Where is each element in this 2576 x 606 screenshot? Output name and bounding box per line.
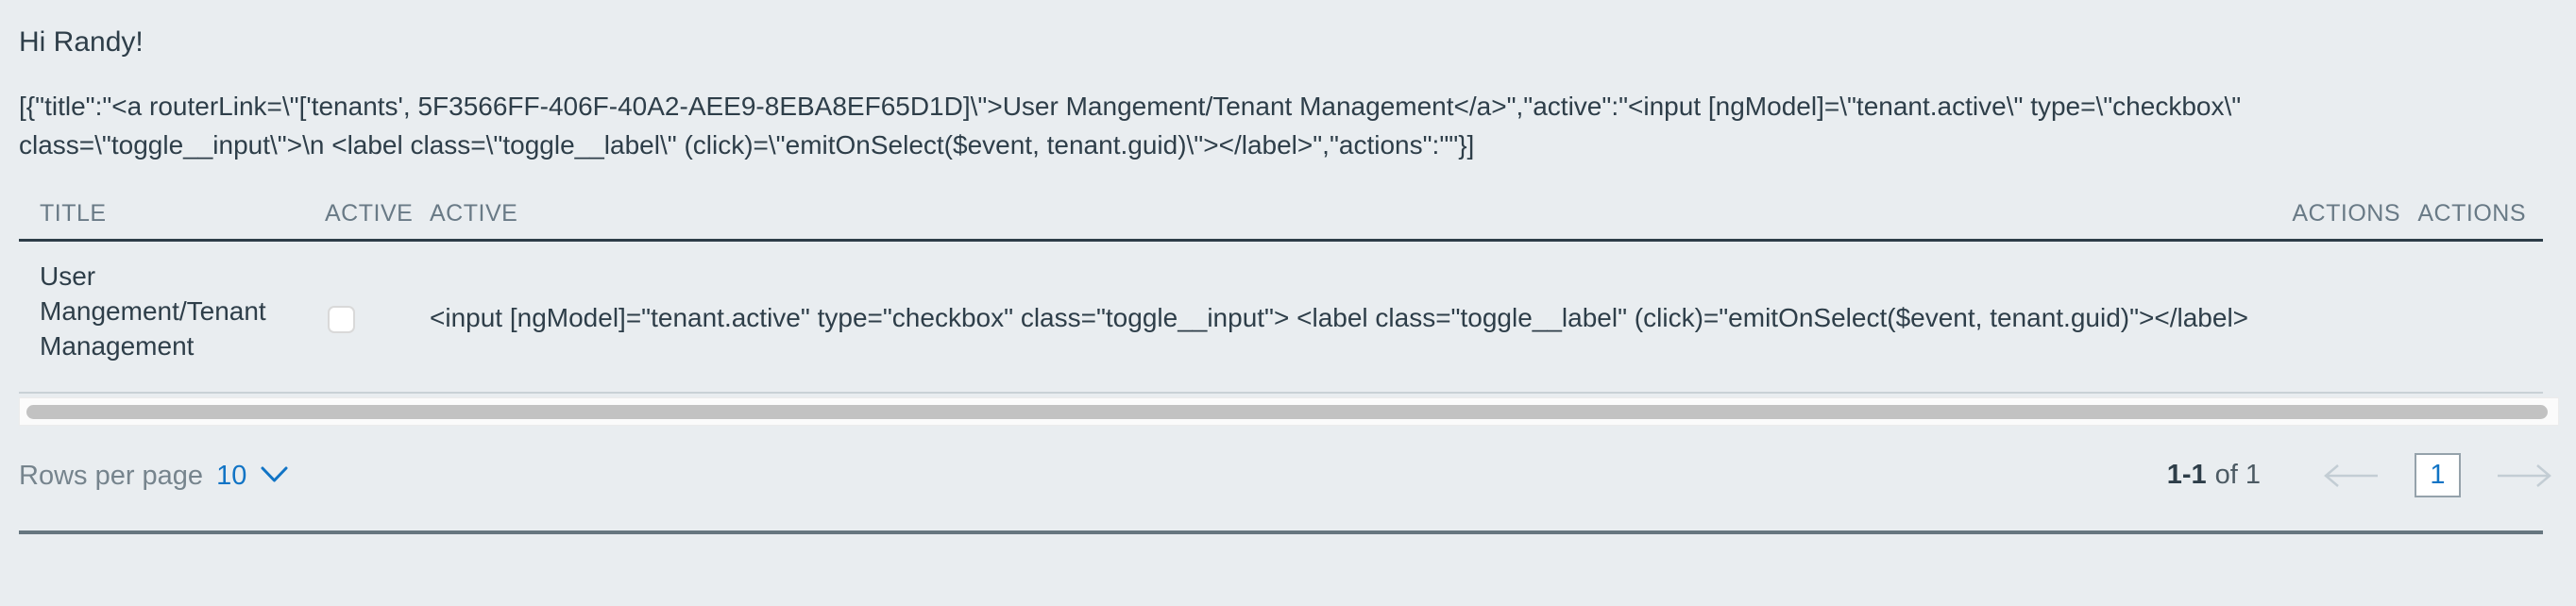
main-content: Hi Randy! [{"title":"<a routerLink=\"['t… (19, 0, 2559, 606)
rows-per-page-value[interactable]: 10 (216, 461, 247, 491)
row-active-checkbox[interactable] (328, 306, 355, 333)
row-range-total: of 1 (2214, 460, 2261, 490)
column-header-actions-2: ACTIONS (2417, 200, 2526, 227)
raw-json-dump: [{"title":"<a routerLink=\"['tenants', 5… (19, 92, 2242, 160)
row-title-link[interactable]: User Mangement/Tenant Management (40, 261, 266, 361)
row-range-value: 1-1 (2166, 460, 2207, 490)
horizontal-scrollbar-thumb[interactable] (26, 405, 2548, 419)
column-header-active-1: ACTIVE (325, 200, 414, 227)
row-active-raw-markup: <input [ngModel]="tenant.active" type="c… (430, 303, 2249, 332)
table-header: TITLE ACTIVE ACTIVE ACTIONS ACTIONS (19, 187, 2543, 242)
greeting-text: Hi Randy! (19, 26, 144, 58)
arrow-right-icon[interactable] (2493, 463, 2556, 489)
rows-per-page-label: Rows per page (19, 461, 204, 491)
chevron-down-icon[interactable] (260, 464, 289, 489)
current-page-box[interactable]: 1 (2415, 453, 2461, 497)
horizontal-scrollbar-track[interactable] (19, 397, 2559, 426)
column-header-title: TITLE (40, 200, 107, 227)
column-header-active-2: ACTIVE (430, 200, 518, 227)
table-row: User Mangement/Tenant Management <input … (19, 246, 2543, 394)
arrow-left-icon[interactable] (2319, 463, 2382, 489)
rows-per-page-control: Rows per page 10 (19, 461, 289, 492)
bottom-divider (19, 530, 2543, 534)
column-header-actions-1: ACTIONS (2292, 200, 2400, 227)
